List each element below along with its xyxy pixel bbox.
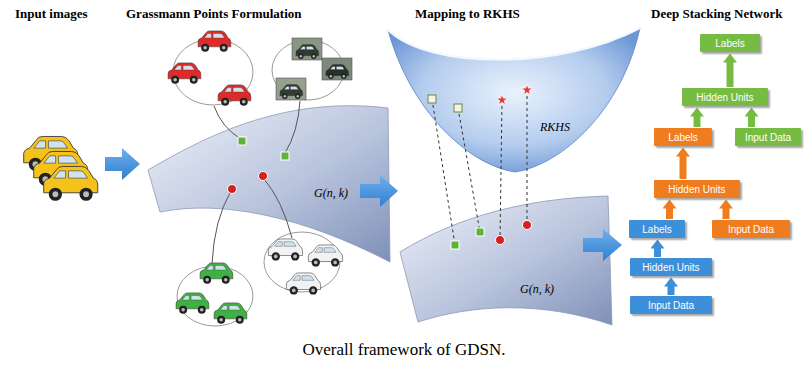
photo-image bbox=[292, 38, 322, 60]
box-text: Hidden Units bbox=[668, 183, 725, 196]
column-heading: Input images bbox=[15, 6, 88, 22]
car-image bbox=[198, 31, 231, 52]
car-image bbox=[200, 263, 233, 284]
flow-arrow bbox=[680, 156, 687, 179]
manifold-label: G(n, k) bbox=[314, 186, 348, 200]
rkhs-point bbox=[454, 104, 462, 112]
flow-arrow bbox=[105, 148, 140, 180]
rkhs-point bbox=[428, 95, 436, 103]
photo-image bbox=[322, 58, 352, 80]
grassmann-point bbox=[228, 185, 237, 194]
flow-arrow bbox=[666, 208, 673, 219]
rkhs-point bbox=[521, 84, 532, 95]
mapping-line bbox=[500, 100, 502, 240]
box-text: Input Data bbox=[745, 131, 791, 144]
flow-arrow bbox=[583, 229, 622, 261]
car-image bbox=[168, 63, 201, 84]
photo-image bbox=[276, 78, 306, 100]
flow-arrow bbox=[668, 286, 675, 295]
box-text: Hidden Units bbox=[696, 91, 753, 104]
layer-box: Input Data bbox=[712, 220, 790, 238]
space-label: RKHS bbox=[540, 120, 570, 134]
rkhs-surface bbox=[388, 28, 640, 172]
mapping-curve bbox=[212, 191, 231, 264]
layer-box: Hidden Units bbox=[630, 258, 712, 276]
layer-box: Hidden Units bbox=[682, 88, 768, 106]
layer-box: Labels bbox=[700, 34, 760, 52]
grassmann-point bbox=[496, 236, 505, 245]
flow-arrow bbox=[654, 248, 661, 257]
layer-box: Hidden Units bbox=[654, 180, 740, 198]
figure-caption: Overall framework of GDSN. bbox=[0, 340, 808, 360]
car-image bbox=[44, 166, 98, 200]
column-heading: Deep Stacking Network bbox=[651, 6, 782, 22]
car-image bbox=[286, 273, 320, 295]
mapping-line bbox=[527, 90, 528, 225]
flow-arrow bbox=[694, 116, 701, 127]
grassmann-manifold bbox=[148, 106, 390, 262]
box-text: Labels bbox=[668, 131, 697, 144]
column-heading: Grassmann Points Formulation bbox=[126, 6, 302, 22]
layer-box: Labels bbox=[629, 220, 685, 238]
grassmann-point bbox=[451, 241, 459, 249]
mapping-line bbox=[432, 99, 455, 245]
mapping-curve bbox=[264, 179, 292, 238]
grassmann-point bbox=[281, 152, 289, 160]
rkhs-rim bbox=[388, 28, 640, 60]
layer-box: Input Data bbox=[630, 296, 712, 314]
box-text: Input Data bbox=[728, 223, 774, 236]
car-image bbox=[308, 245, 342, 267]
grassmann-point bbox=[238, 137, 246, 145]
grassmann-manifold bbox=[400, 196, 612, 325]
car-image bbox=[214, 303, 247, 324]
box-text: Labels bbox=[642, 223, 671, 236]
flow-arrow bbox=[723, 208, 730, 219]
box-text: Hidden Units bbox=[642, 261, 699, 274]
car-image bbox=[268, 239, 302, 261]
box-text: Input Data bbox=[648, 299, 694, 312]
mapping-curve bbox=[285, 101, 300, 153]
column-heading: Mapping to RKHS bbox=[415, 6, 520, 22]
car-image bbox=[296, 45, 319, 59]
grassmann-point bbox=[259, 172, 268, 181]
layer-box: Labels bbox=[654, 128, 712, 146]
flow-arrow bbox=[727, 62, 734, 87]
grassmann-point bbox=[476, 228, 484, 236]
manifold-label: G(n, k) bbox=[520, 282, 554, 296]
box-text: Labels bbox=[715, 37, 744, 50]
grassmann-point bbox=[523, 221, 532, 230]
flow-arrow bbox=[748, 116, 755, 127]
flow-arrow bbox=[360, 175, 398, 207]
mapping-line bbox=[458, 108, 480, 232]
layer-box: Input Data bbox=[735, 128, 801, 146]
car-image bbox=[280, 85, 303, 99]
mapping-curve bbox=[214, 106, 241, 139]
car-image bbox=[326, 65, 349, 79]
car-image bbox=[218, 85, 251, 106]
car-image bbox=[176, 293, 209, 314]
rkhs-point bbox=[496, 94, 507, 105]
